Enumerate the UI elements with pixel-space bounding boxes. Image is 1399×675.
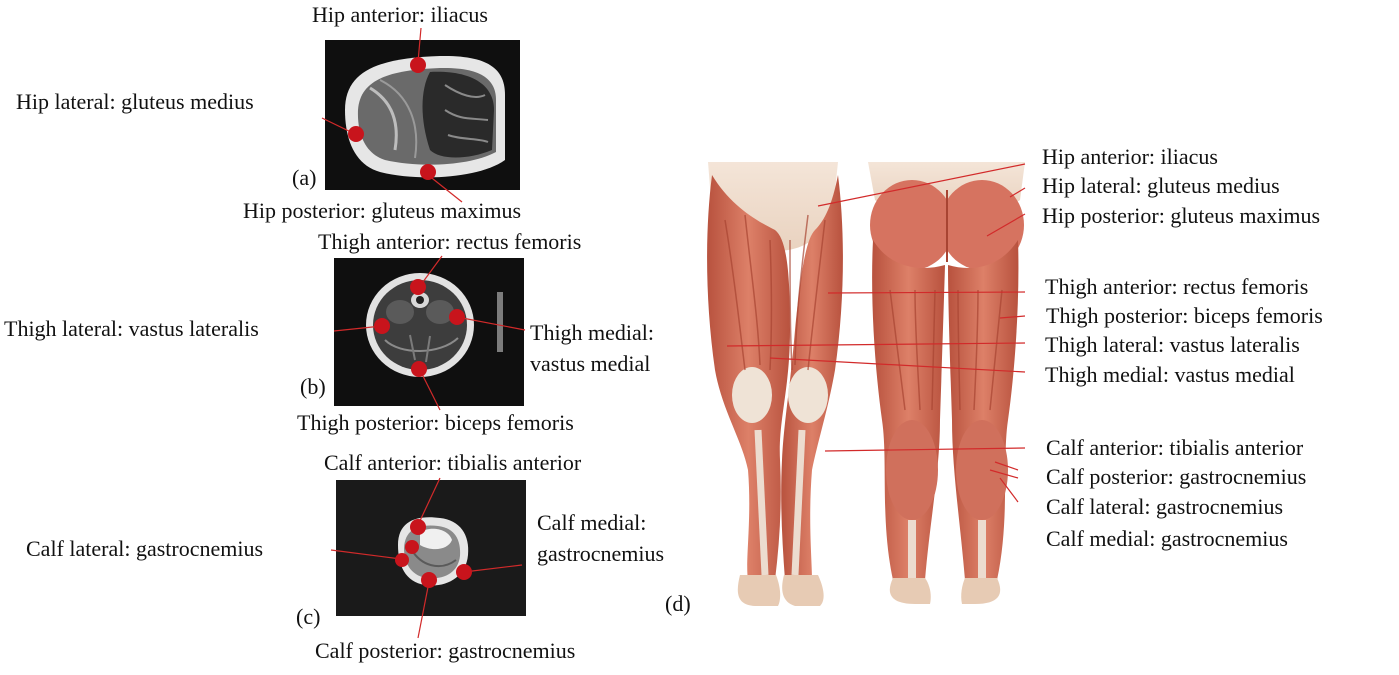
mri-calf-markers — [395, 519, 472, 588]
marker-hip-anterior — [410, 57, 426, 73]
marker-hip-lateral — [348, 126, 364, 142]
label-body-calf-anterior: Calf anterior: tibialis anterior — [1046, 435, 1304, 460]
anatomy-front-view — [707, 162, 843, 606]
label-mri-calf-medial-line2: gastrocnemius — [537, 541, 665, 566]
panel-label-c: (c) — [296, 604, 321, 629]
marker-thigh-anterior — [410, 279, 426, 295]
label-body-hip-lateral: Hip lateral: gluteus medius — [1042, 173, 1280, 198]
mri-thigh-image — [334, 258, 524, 406]
marker-calf-posterior — [421, 572, 437, 588]
label-mri-calf-medial-line1: Calf medial: — [537, 510, 647, 535]
mri-calf-leaders — [330, 477, 523, 639]
anatomy-leaders — [726, 163, 1026, 503]
label-mri-calf-posterior: Calf posterior: gastrocnemius — [315, 638, 576, 663]
panel-label-b: (b) — [300, 374, 326, 399]
marker-calf-anterior — [410, 519, 426, 535]
label-body-thigh-lateral: Thigh lateral: vastus lateralis — [1045, 332, 1300, 357]
label-body-thigh-medial: Thigh medial: vastus medial — [1045, 362, 1295, 387]
mri-calf-image — [336, 480, 526, 616]
panel-label-a: (a) — [292, 165, 317, 190]
label-mri-thigh-anterior: Thigh anterior: rectus femoris — [318, 229, 582, 254]
label-mri-calf-lateral: Calf lateral: gastrocnemius — [26, 536, 264, 561]
mri-thigh-leaders — [333, 255, 526, 411]
label-body-hip-posterior: Hip posterior: gluteus maximus — [1042, 203, 1321, 228]
marker-calf-medial — [456, 564, 472, 580]
label-body-calf-lateral: Calf lateral: gastrocnemius — [1046, 494, 1284, 519]
label-body-thigh-posterior: Thigh posterior: biceps femoris — [1046, 303, 1323, 328]
label-mri-thigh-medial-line1: Thigh medial: — [530, 320, 655, 345]
anatomy-back-view — [868, 162, 1025, 604]
label-body-thigh-anterior: Thigh anterior: rectus femoris — [1045, 274, 1309, 299]
label-mri-thigh-medial-line2: vastus medial — [530, 351, 651, 376]
label-mri-thigh-posterior: Thigh posterior: biceps femoris — [297, 410, 574, 435]
label-mri-calf-anterior: Calf anterior: tibialis anterior — [324, 450, 582, 475]
marker-thigh-posterior — [411, 361, 427, 377]
label-mri-hip-posterior: Hip posterior: gluteus maximus — [243, 198, 522, 223]
label-body-hip-anterior: Hip anterior: iliacus — [1042, 144, 1218, 169]
panel-label-d: (d) — [665, 591, 691, 616]
marker-thigh-medial — [449, 309, 465, 325]
label-body-calf-medial: Calf medial: gastrocnemius — [1046, 526, 1288, 551]
label-mri-hip-lateral: Hip lateral: gluteus medius — [16, 89, 254, 114]
marker-hip-posterior — [420, 164, 436, 180]
label-mri-thigh-lateral: Thigh lateral: vastus lateralis — [4, 316, 259, 341]
label-mri-hip-anterior: Hip anterior: iliacus — [312, 2, 488, 27]
marker-calf-lateral-1 — [405, 540, 419, 554]
mri-hip-markers — [348, 57, 436, 180]
marker-calf-lateral-2 — [395, 553, 409, 567]
label-body-calf-posterior: Calf posterior: gastrocnemius — [1046, 464, 1307, 489]
marker-thigh-lateral — [374, 318, 390, 334]
mri-thigh-markers — [374, 279, 465, 377]
